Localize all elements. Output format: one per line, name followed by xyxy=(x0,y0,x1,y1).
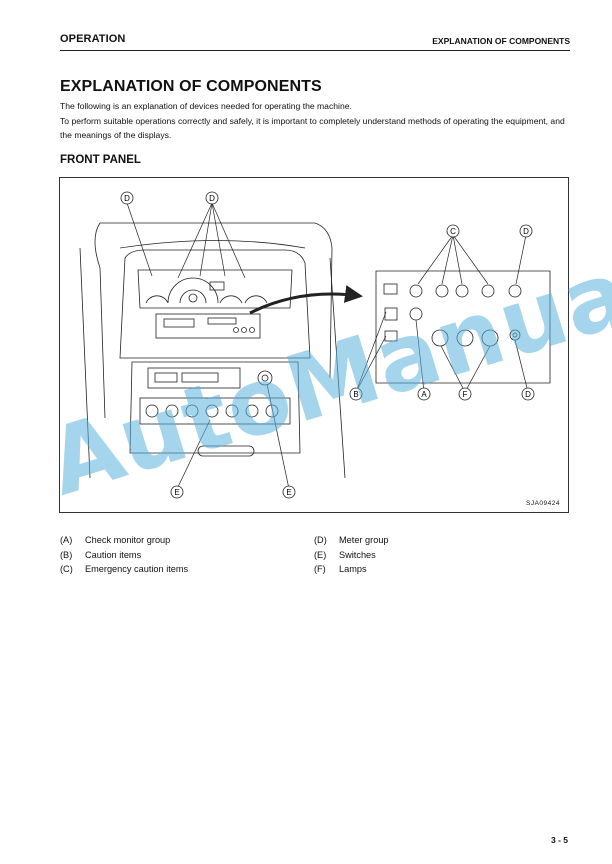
legend-item: (C)Emergency caution items xyxy=(60,564,189,574)
page-title: EXPLANATION OF COMPONENTS xyxy=(60,78,322,95)
callout-d-right: D xyxy=(519,224,533,238)
leader-lines xyxy=(126,202,529,490)
legend-item: (E)Switches xyxy=(314,549,376,560)
front-panel-figure: D D C D B A F D E E SJA09424 xyxy=(59,177,569,513)
callout-e-left: E xyxy=(170,485,184,499)
header-rule xyxy=(60,50,570,51)
legend-item: (F)Lamps xyxy=(314,564,367,574)
intro-text: The following is an explanation of devic… xyxy=(60,99,572,143)
svg-text:B: B xyxy=(353,390,358,399)
svg-text:E: E xyxy=(174,488,179,497)
front-panel-illustration: D D C D B A F D E E xyxy=(79,191,551,499)
svg-text:D: D xyxy=(209,194,215,203)
intro-paragraph: To perform suitable operations correctly… xyxy=(60,115,565,141)
callout-d-bottom: D xyxy=(521,387,535,401)
callout-a: A xyxy=(417,387,431,401)
callout-c: C xyxy=(446,224,460,238)
page-number: 3 - 5 xyxy=(550,835,568,845)
dashboard-drawing xyxy=(79,222,346,479)
callout-e-right: E xyxy=(282,485,296,499)
enlarged-panel xyxy=(375,270,551,384)
callout-b: B xyxy=(349,387,363,401)
legend-item: (B)Caution items xyxy=(60,549,142,560)
svg-text:D: D xyxy=(124,194,130,203)
svg-text:D: D xyxy=(525,390,531,399)
zoom-arrow xyxy=(249,285,363,315)
header-chapter: EXPLANATION OF COMPONENTS xyxy=(432,36,570,46)
callout-d-left: D xyxy=(120,191,134,205)
section-subtitle: FRONT PANEL xyxy=(60,154,141,166)
header-section: OPERATION xyxy=(60,33,126,45)
legend-item: (A)Check monitor group xyxy=(60,535,171,545)
figure-code: SJA09424 xyxy=(526,500,560,507)
callout-f: F xyxy=(458,387,472,401)
svg-text:F: F xyxy=(463,390,468,399)
svg-text:D: D xyxy=(523,227,529,236)
callout-d-meters: D xyxy=(205,191,219,205)
legend-left: (A)Check monitor group (B)Caution items … xyxy=(60,533,188,577)
legend-right: (D)Meter group (E)Switches (F)Lamps xyxy=(314,533,389,577)
svg-text:C: C xyxy=(450,227,456,236)
legend-item: (D)Meter group xyxy=(314,535,389,545)
svg-text:A: A xyxy=(421,390,427,399)
intro-paragraph: The following is an explanation of devic… xyxy=(60,101,352,111)
svg-text:E: E xyxy=(286,488,291,497)
